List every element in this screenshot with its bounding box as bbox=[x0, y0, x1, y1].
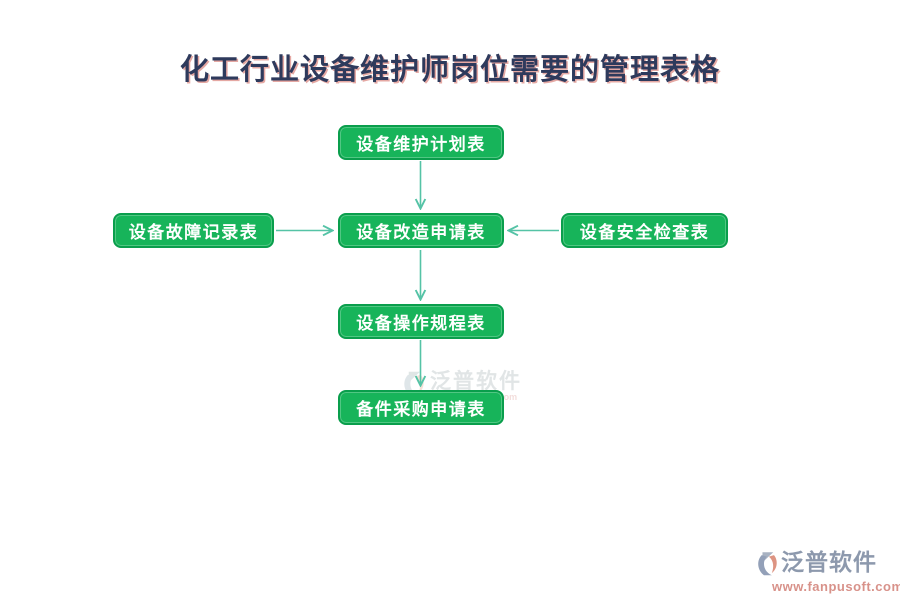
node-spare-parts-purchase-form: 备件采购申请表 bbox=[338, 390, 504, 425]
node-modification-request-form: 设备改造申请表 bbox=[338, 213, 504, 248]
node-label: 设备维护计划表 bbox=[356, 135, 486, 154]
center-watermark-brand: 泛普软件 bbox=[430, 370, 522, 393]
node-label: 备件采购申请表 bbox=[356, 400, 486, 419]
node-label: 设备故障记录表 bbox=[128, 223, 259, 242]
footer-watermark: 泛普软件 www.fanpusoft.com bbox=[756, 549, 900, 594]
node-maintenance-plan-form: 设备维护计划表 bbox=[338, 125, 504, 160]
footer-watermark-url: www.fanpusoft.com bbox=[772, 579, 900, 594]
page-title: 化工行业设备维护师岗位需要的管理表格 bbox=[179, 54, 720, 86]
node-fault-record-form: 设备故障记录表 bbox=[113, 213, 274, 248]
node-label: 设备操作规程表 bbox=[356, 314, 486, 333]
node-operating-procedure-form: 设备操作规程表 bbox=[338, 304, 504, 339]
footer-watermark-brand: 泛普软件 bbox=[781, 549, 877, 575]
fanpu-logo-icon bbox=[758, 552, 777, 576]
node-label: 设备安全检查表 bbox=[579, 223, 710, 242]
node-label: 设备改造申请表 bbox=[356, 223, 486, 242]
node-safety-inspection-form: 设备安全检查表 bbox=[561, 213, 728, 248]
